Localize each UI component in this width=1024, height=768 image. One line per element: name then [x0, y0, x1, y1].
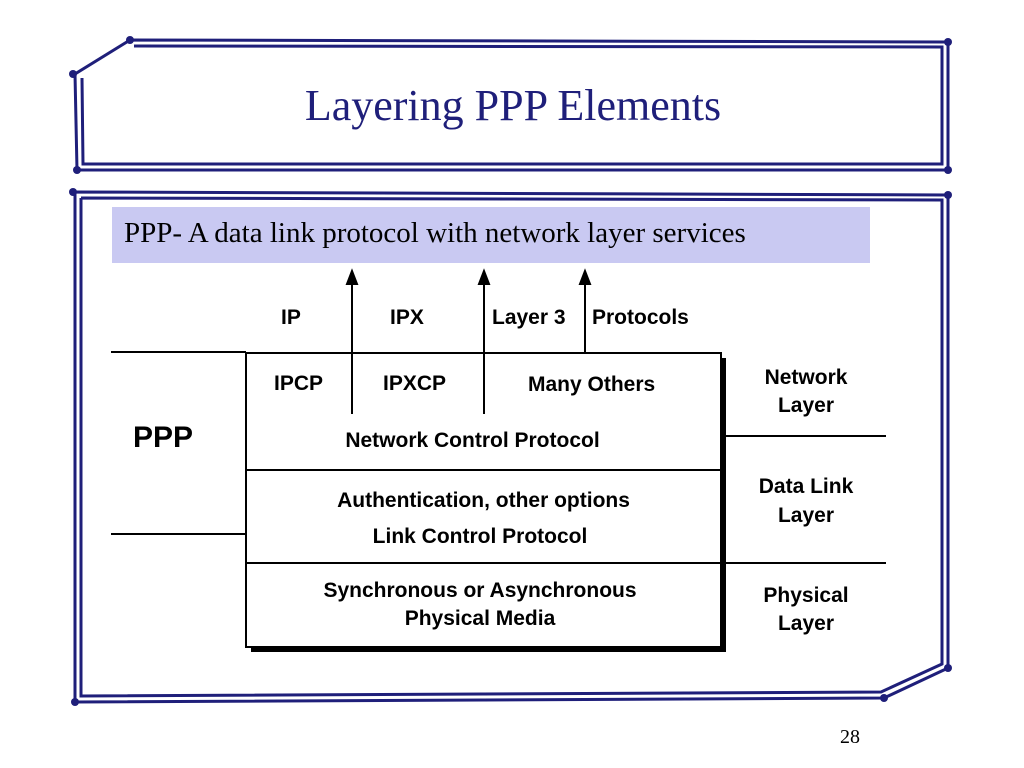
ip-arrow-head — [345, 268, 359, 285]
ncp-label: Network Control Protocol — [345, 429, 600, 452]
osi-datalink-line2: Layer — [777, 504, 835, 527]
page-title: Layering PPP Elements — [304, 81, 722, 130]
protocol-ip-label: IP — [281, 306, 301, 329]
lcp-label: Link Control Protocol — [372, 525, 588, 548]
protocol-ipx-label: IPX — [390, 306, 424, 329]
protocol-protocols-label: Protocols — [592, 306, 689, 329]
ncp-item-many-others: Many Others — [528, 373, 656, 396]
protocol-layer3-label: Layer 3 — [492, 306, 566, 329]
layer3-arrow-head — [578, 268, 592, 285]
ncp-item-ipcp: IPCP — [274, 372, 324, 395]
osi-datalink-line1: Data Link — [758, 475, 854, 498]
subtitle-text: PPP- A data link protocol with network l… — [124, 217, 746, 249]
physical-line2: Physical Media — [404, 607, 556, 630]
osi-network-line1: Network — [764, 366, 848, 389]
physical-line1: Synchronous or Asynchronous — [323, 579, 637, 602]
osi-network-line2: Layer — [777, 394, 835, 417]
ppp-label: PPP — [133, 421, 194, 454]
page-number: 28 — [840, 726, 860, 748]
subtitle-banner: PPP- A data link protocol with network l… — [112, 207, 870, 263]
ipx-arrow-head — [477, 268, 491, 285]
osi-physical-line1: Physical — [763, 584, 849, 607]
osi-physical-line2: Layer — [777, 612, 835, 635]
ncp-item-ipxcp: IPXCP — [383, 372, 447, 395]
lcp-options-label: Authentication, other options — [337, 489, 630, 512]
